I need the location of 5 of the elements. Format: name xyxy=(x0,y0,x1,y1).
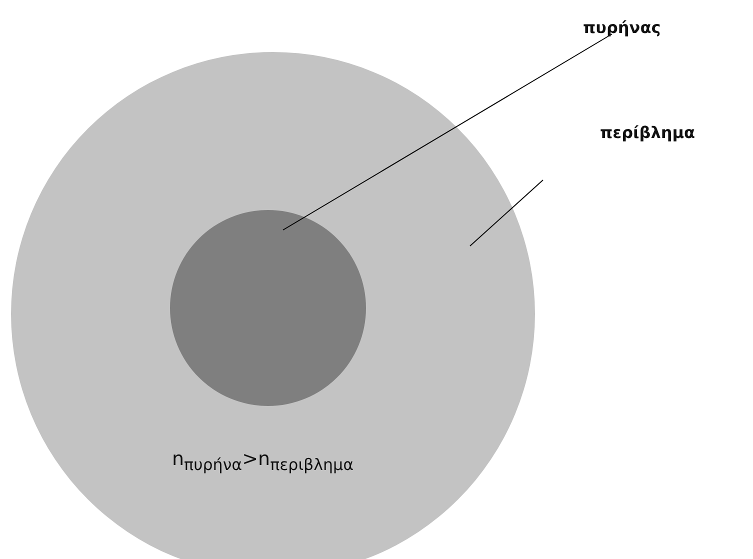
leader-line xyxy=(282,34,612,230)
part-label: περίβλημα xyxy=(600,123,695,142)
part-label: πυρήνας xyxy=(583,18,661,37)
formula-label: n$_{πυρήνα}$>n$_{περιβλημα}$ xyxy=(172,448,354,474)
leader-line xyxy=(470,180,544,246)
